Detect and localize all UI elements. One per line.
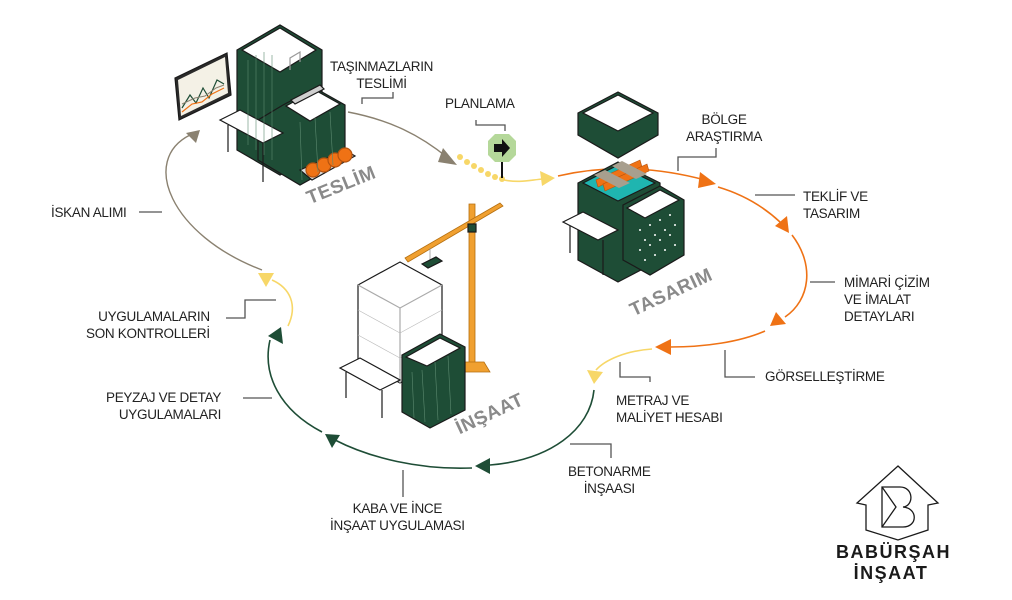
arc-kontrol bbox=[271, 279, 294, 327]
step-label-line: METRAJ VE bbox=[616, 393, 690, 408]
step-label-line: TASARIM bbox=[803, 206, 860, 221]
arc-tasarim bbox=[669, 330, 766, 348]
arrow-head bbox=[438, 148, 457, 165]
brand-name: BABÜRŞAH İNŞAAT bbox=[836, 542, 951, 584]
arc-insaat bbox=[334, 439, 473, 470]
arrow-head bbox=[587, 370, 603, 384]
step-label-line: UYGULAMALARI bbox=[118, 407, 222, 422]
teslim-building bbox=[174, 24, 357, 186]
step-label-line: VE İMALAT bbox=[844, 292, 911, 307]
arc-tasarim bbox=[717, 186, 781, 223]
step-label-line: TEKLİF VE bbox=[803, 189, 868, 204]
arrow-head bbox=[698, 172, 716, 188]
leader-lines bbox=[139, 92, 835, 497]
step-son-kontroller: UYGULAMALARIN SON KONTROLLERİ bbox=[86, 308, 210, 342]
tasarim-building bbox=[561, 91, 685, 283]
step-metraj: METRAJ VE MALİYET HESABI bbox=[616, 392, 723, 426]
arc-planlama bbox=[503, 178, 544, 183]
arc-metraj bbox=[595, 348, 653, 371]
line-chart-monitor-icon bbox=[174, 52, 232, 121]
step-kaba-ince: KABA VE İNCE İNŞAAT UYGULAMASI bbox=[330, 500, 465, 534]
process-cycle bbox=[165, 111, 808, 474]
brand-line-2: İNŞAAT bbox=[853, 563, 929, 583]
step-teklif-tasarim: TEKLİF VE TASARIM bbox=[803, 188, 868, 222]
brand-line-1: BABÜRŞAH bbox=[836, 542, 951, 562]
step-label-line: SON KONTROLLERİ bbox=[86, 326, 210, 341]
step-label-line: İNŞAASI bbox=[583, 481, 635, 496]
step-betonarme: BETONARME İNŞAASI bbox=[568, 463, 651, 497]
arrow-head bbox=[655, 339, 671, 355]
arc-insaat bbox=[489, 389, 595, 466]
step-label-line: PEYZAJ VE DETAY bbox=[106, 390, 222, 405]
step-label-line: UYGULAMALARIN bbox=[98, 309, 210, 324]
step-label-line: MALİYET HESABI bbox=[616, 410, 723, 425]
house-b-logo-icon bbox=[855, 465, 940, 541]
arrow-head bbox=[268, 327, 283, 344]
step-label-line: TAŞINMAZLARIN bbox=[330, 59, 434, 74]
step-iskan-alimi: İSKAN ALIMI bbox=[51, 204, 127, 221]
step-peyzaj: PEYZAJ VE DETAY UYGULAMALARI bbox=[106, 389, 221, 423]
arc-tasarim bbox=[784, 234, 808, 318]
arc-teslim-out bbox=[347, 111, 449, 159]
arc-insaat bbox=[267, 339, 323, 433]
step-label-line: KABA VE İNCE bbox=[352, 501, 443, 516]
planlama-dots bbox=[457, 154, 505, 182]
step-label-line: ARAŞTIRMA bbox=[686, 129, 763, 144]
step-label-line: PLANLAMA bbox=[445, 96, 515, 111]
arrow-head bbox=[475, 458, 490, 474]
arc-teslim bbox=[165, 134, 263, 271]
step-label-line: GÖRSELLEŞTİRME bbox=[765, 369, 885, 384]
step-label-line: BÖLGE bbox=[701, 112, 747, 127]
step-label-line: İNŞAAT UYGULAMASI bbox=[330, 518, 465, 533]
step-mimari-cizim: MİMARİ ÇİZİM VE İMALAT DETAYLARI bbox=[844, 274, 930, 325]
step-label-line: TESLİMİ bbox=[356, 76, 407, 91]
step-label-line: MİMARİ ÇİZİM bbox=[844, 275, 930, 290]
step-bolge-arastirma: BÖLGE ARAŞTIRMA bbox=[686, 111, 762, 145]
arrow-head bbox=[775, 216, 789, 233]
step-gorsellestirme: GÖRSELLEŞTİRME bbox=[765, 368, 885, 385]
arrow-head bbox=[325, 434, 340, 448]
arrow-head bbox=[186, 130, 200, 143]
step-label-line: DETAYLARI bbox=[844, 309, 915, 324]
arrow-right-octagon-icon bbox=[488, 134, 516, 178]
step-tasinmaz-teslimi: TAŞINMAZLARIN TESLİMİ bbox=[330, 58, 433, 92]
tower-crane-icon bbox=[404, 202, 504, 373]
step-label-line: BETONARME bbox=[568, 464, 651, 479]
insaat-building bbox=[338, 202, 504, 429]
arrow-head bbox=[770, 312, 786, 326]
arrow-head bbox=[540, 171, 555, 186]
step-label-line: İSKAN ALIMI bbox=[51, 205, 127, 220]
step-planlama: PLANLAMA bbox=[445, 95, 515, 112]
arrow-head bbox=[258, 273, 274, 287]
